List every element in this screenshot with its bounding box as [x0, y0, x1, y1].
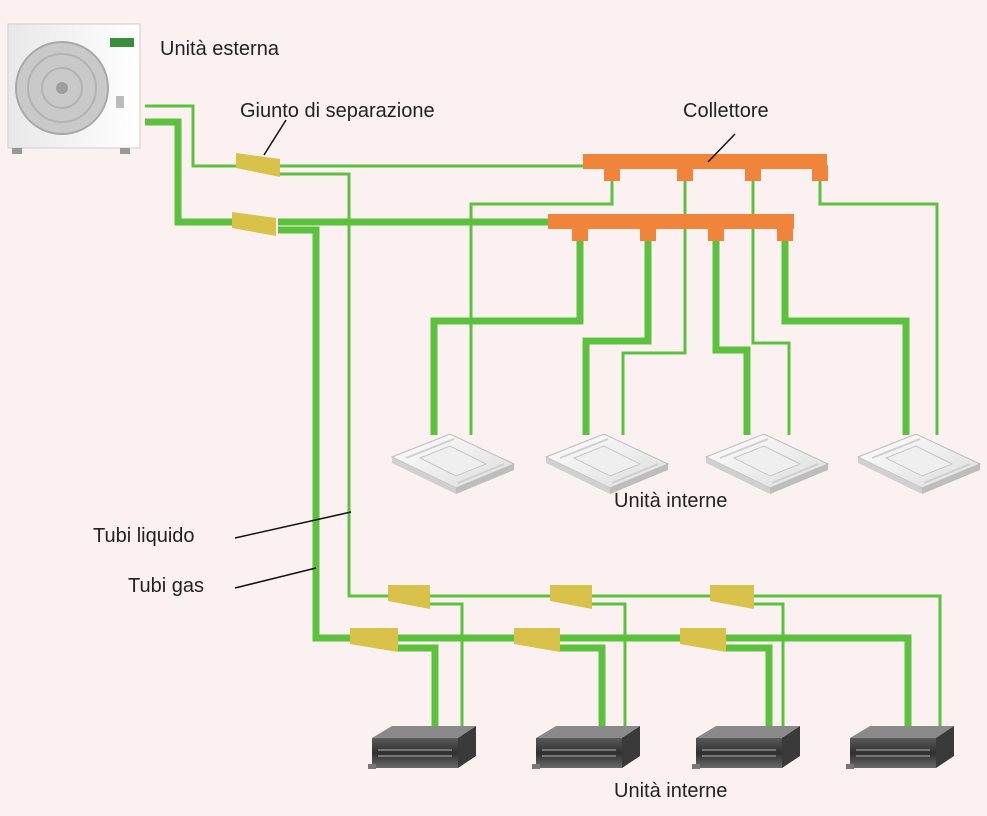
outdoor-unit-label: Unità esterna: [160, 38, 279, 60]
indoor-units-top-label: Unità interne: [614, 490, 728, 512]
separation-joint-icon: [550, 585, 592, 609]
upper-header: [583, 154, 827, 169]
separation-joint-label: Giunto di separazione: [240, 100, 435, 122]
ducted-indoor-unit-icon: [532, 726, 640, 769]
gas-pipes-label: Tubi gas: [128, 575, 204, 597]
liquid-pipes: [145, 104, 942, 735]
outdoor-condenser-unit-icon: [7, 23, 141, 154]
separation-joint-icon: [350, 628, 398, 652]
separation-joint-icon: [232, 212, 276, 236]
duct-units: [368, 726, 954, 769]
separation-joints: [232, 153, 754, 652]
separation-joint-icon: [388, 585, 430, 609]
lower-header: [548, 214, 794, 229]
separation-joint-icon: [514, 628, 560, 652]
ducted-indoor-unit-icon: [692, 726, 800, 769]
cassette-units: [390, 433, 982, 494]
liquid-pipes-label: Tubi liquido: [93, 525, 195, 547]
separation-joint-icon: [236, 153, 280, 177]
ducted-indoor-unit-icon: [846, 726, 954, 769]
indoor-units-bottom-label: Unità interne: [614, 780, 728, 802]
separation-joint-icon: [710, 585, 754, 609]
ceiling-cassette-unit-icon: [390, 433, 516, 494]
ceiling-cassette-unit-icon: [856, 433, 982, 494]
ceiling-cassette-unit-icon: [704, 433, 830, 494]
ducted-indoor-unit-icon: [368, 726, 476, 769]
header-manifolds: [548, 154, 828, 241]
leader-lines: [234, 119, 736, 589]
separation-joint-icon: [680, 628, 726, 652]
header-label: Collettore: [683, 100, 769, 122]
ceiling-cassette-unit-icon: [544, 433, 670, 494]
gas-pipes: [145, 118, 912, 735]
